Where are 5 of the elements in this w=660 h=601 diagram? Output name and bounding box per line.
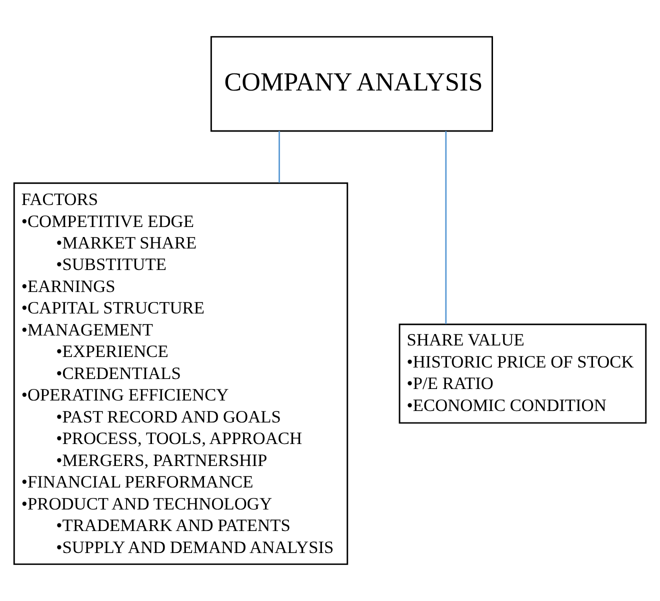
connector <box>278 131 280 183</box>
node-box: COMPANY ANALYSIS <box>210 36 493 132</box>
node-box: SHARE VALUE •HISTORIC PRICE OF STOCK •P/E RATIO •ECONOMIC CONDITION <box>398 324 647 424</box>
node-box: FACTORS •COMPETITIVE EDGE •MARKET SHARE •SUBSTITUTE •EARNINGS •CAPITAL STRUCTURE •MANAGEMENT •EXPERIENCE •CREDENTIALS •OPERATING EFFICIENCY •PAST RECORD AND GOALS •PROCESS, TOOLS, APPROACH •MERGERS, PARTNERSHIP •FINANCIAL PERFORMANCE •PRODUCT AND TECHNOLOGY •TRADEMARK AND PATENTS •SUPPLY AND DEMAND ANALYSIS <box>13 182 348 565</box>
connector <box>445 131 447 324</box>
